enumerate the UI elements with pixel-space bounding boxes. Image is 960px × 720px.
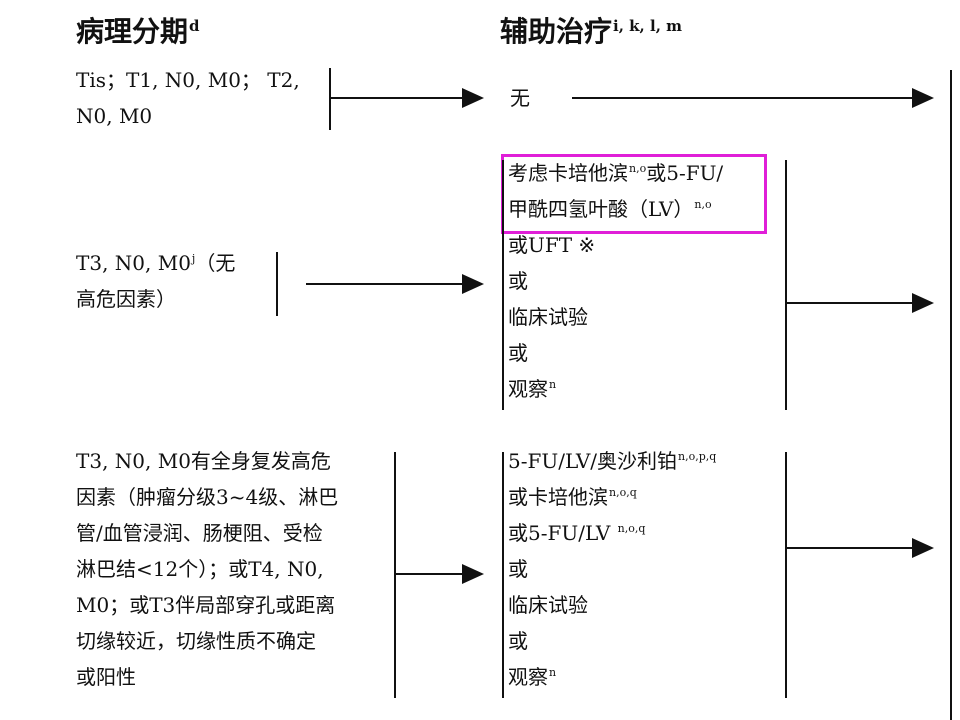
arrowhead — [462, 564, 484, 584]
stage-line: N0, M0 — [76, 104, 153, 128]
bracket-bar — [502, 160, 504, 410]
treatment-line: 5-FU/LV/奥沙利铂n,o,p,q — [508, 449, 717, 473]
treatment-row-1: 无 — [510, 80, 530, 116]
right-edge-bar — [950, 70, 952, 720]
stage-line: 管/血管浸润、肠梗阻、受检 — [76, 521, 323, 545]
stage-line: 高危因素） — [76, 287, 176, 311]
treatment-line: 或UFT ※ — [508, 233, 596, 257]
stage-row-1: Tis；T1, N0, M0； T2, N0, M0 — [76, 62, 300, 134]
treatment-row-2: 考虑卡培他滨n,o或5-FU/ 甲酰四氢叶酸（LV）n,o 或UFT ※ 或 临… — [508, 155, 723, 407]
treatment-line: 或 — [508, 557, 528, 581]
stage-line: 或阳性 — [76, 665, 136, 689]
treatment-line: 无 — [510, 86, 530, 110]
treatment-line: 观察n — [508, 665, 557, 689]
stage-line: T3, N0, M0有全身复发高危 — [76, 449, 331, 473]
adjuvant-header: 辅助治疗i, k, l, m — [500, 14, 682, 50]
stage-line: T3, N0, M0j（无 — [76, 251, 236, 275]
stage-line: M0；或T3伴局部穿孔或距离 — [76, 593, 336, 617]
treatment-line: 或5-FU/LV n,o,q — [508, 521, 646, 545]
treatment-line: 或 — [508, 269, 528, 293]
stage-line: 切缘较近，切缘性质不确定 — [76, 629, 316, 653]
arrowhead — [912, 293, 934, 313]
treatment-line: 临床试验 — [508, 305, 588, 329]
treatment-line: 或卡培他滨n,o,q — [508, 485, 637, 509]
treatment-line: 或 — [508, 629, 528, 653]
stage-row-2: T3, N0, M0j（无 高危因素） — [76, 245, 235, 317]
stage-header: 病理分期d — [76, 14, 200, 50]
adjuvant-header-sup: i, k, l, m — [613, 17, 683, 35]
arrowhead — [912, 88, 934, 108]
treatment-line: 临床试验 — [508, 593, 588, 617]
stage-line: 因素（肿瘤分级3~4级、淋巴 — [76, 485, 339, 509]
arrowhead — [462, 88, 484, 108]
stage-line: 淋巴结<12个）；或T4, N0, — [76, 557, 324, 581]
treatment-line: 考虑卡培他滨n,o或5-FU/ — [508, 161, 724, 185]
bracket-bar — [502, 452, 504, 698]
treatment-line: 甲酰四氢叶酸（LV）n,o — [508, 197, 712, 221]
bracket-bar — [276, 252, 278, 316]
treatment-line: 观察n — [508, 377, 557, 401]
stage-row-3: T3, N0, M0有全身复发高危 因素（肿瘤分级3~4级、淋巴 管/血管浸润、… — [76, 443, 338, 695]
bracket-bar — [785, 452, 787, 698]
adjuvant-header-text: 辅助治疗 — [500, 15, 613, 48]
stage-header-sup: d — [189, 17, 200, 35]
treatment-row-3: 5-FU/LV/奥沙利铂n,o,p,q 或卡培他滨n,o,q 或5-FU/LV … — [508, 443, 716, 695]
arrowhead — [912, 538, 934, 558]
treatment-line: 或 — [508, 341, 528, 365]
stage-line: Tis；T1, N0, M0； T2, — [76, 68, 300, 92]
bracket-bar — [785, 160, 787, 410]
arrowhead — [462, 274, 484, 294]
bracket-bar — [394, 452, 396, 698]
stage-header-text: 病理分期 — [76, 15, 189, 48]
